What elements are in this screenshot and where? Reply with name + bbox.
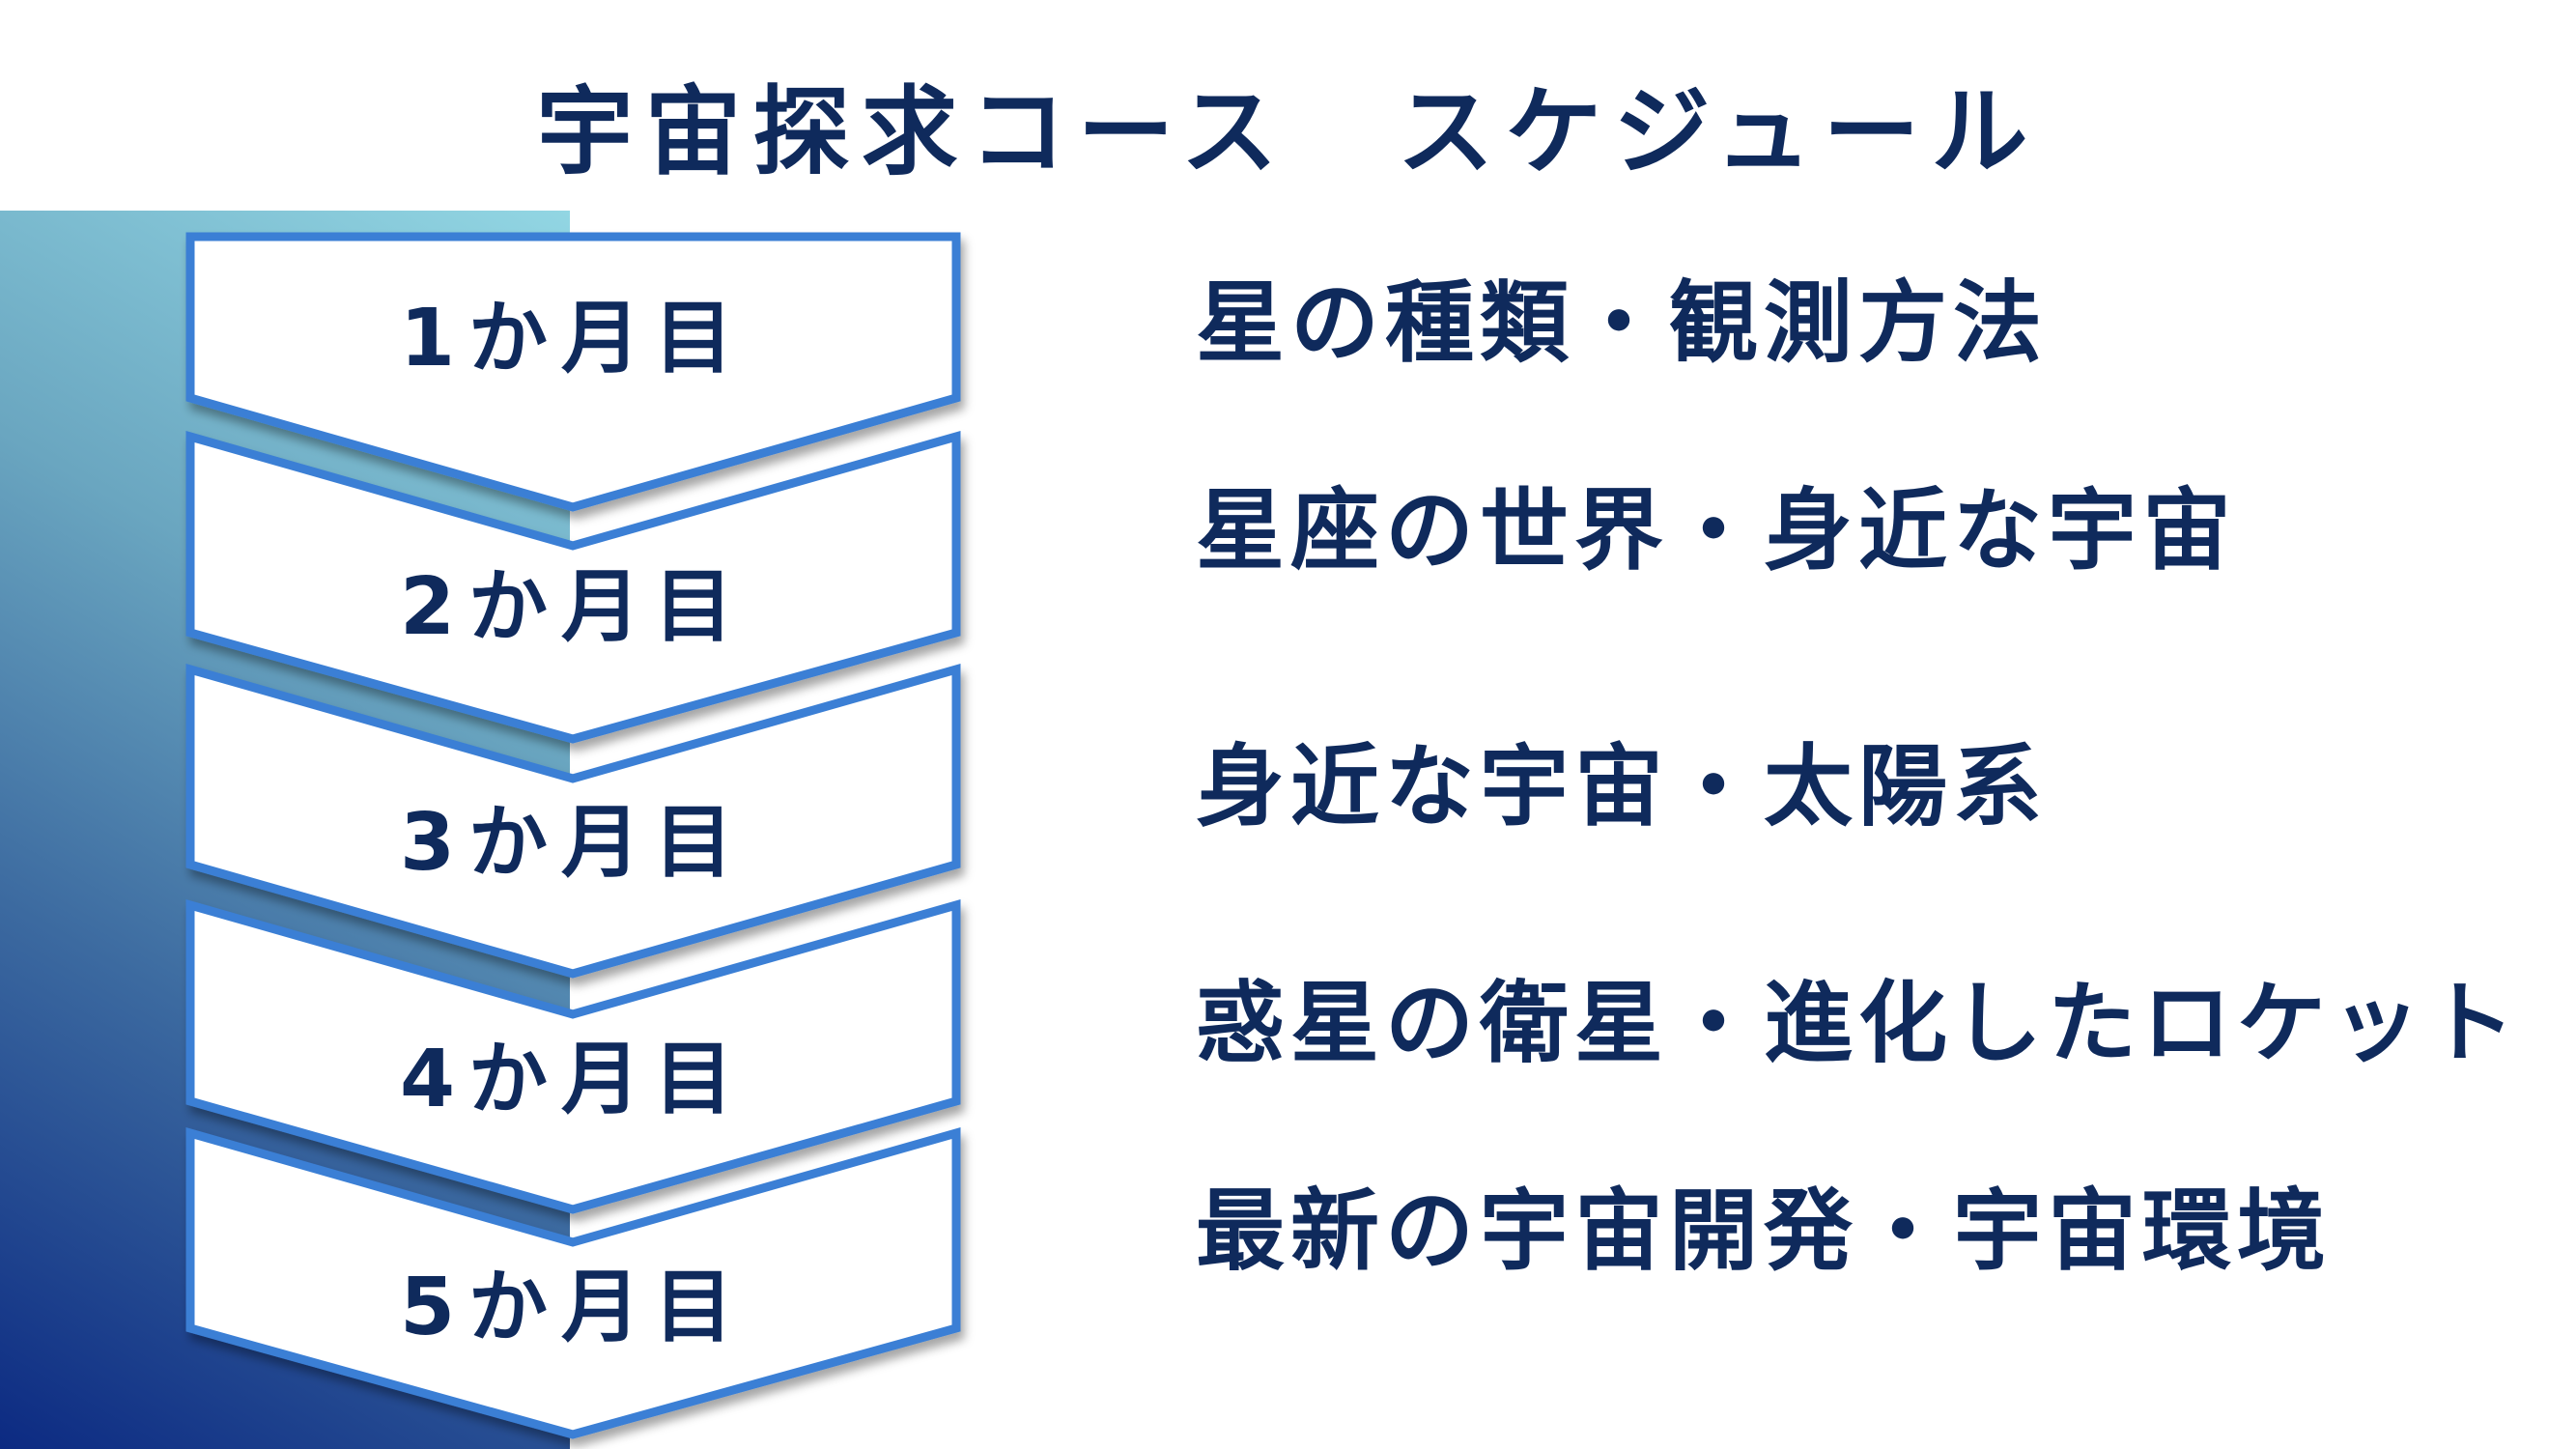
chevron-step-3 <box>185 664 961 979</box>
step-label-1: 1か月目 <box>399 293 748 384</box>
step-topic-5: 最新の宇宙開発・宇宙環境 <box>1196 1179 2333 1283</box>
step-label-5: 5か月目 <box>399 1262 748 1353</box>
chevron-step-4 <box>185 899 961 1214</box>
step-topic-2: 星座の世界・身近な宇宙 <box>1196 479 2238 582</box>
step-topic-3: 身近な宇宙・太陽系 <box>1196 735 2049 838</box>
chevron-step-2 <box>185 431 961 744</box>
step-label-4: 4か月目 <box>399 1034 748 1125</box>
chevron-step-5 <box>185 1127 961 1439</box>
chevron-step-1 <box>185 232 961 512</box>
page-title: 宇宙探求コース スケジュール <box>536 75 2040 188</box>
step-label-2: 2か月目 <box>399 561 748 653</box>
step-topic-1: 星の種類・観測方法 <box>1196 271 2049 375</box>
step-topic-4: 惑星の衛星・進化したロケット <box>1196 972 2522 1075</box>
step-label-3: 3か月目 <box>399 797 748 889</box>
